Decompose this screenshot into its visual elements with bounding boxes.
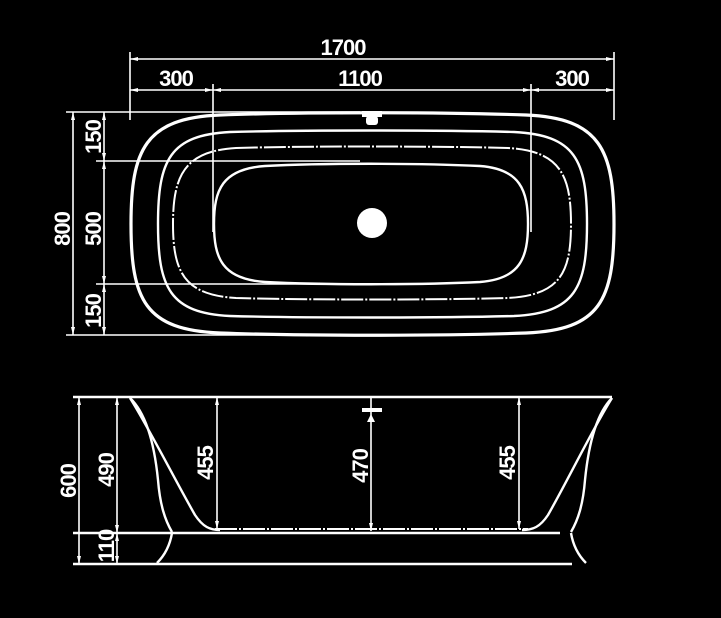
pedestal-base (156, 532, 174, 564)
dimension-body-base: 490 110 (94, 397, 119, 564)
tub-left-wall (129, 397, 174, 533)
overall-length-label: 1700 (321, 35, 367, 60)
dimension-overall-height: 600 (56, 397, 81, 564)
bottom-margin-label: 150 (81, 293, 106, 327)
overall-width-label: 800 (50, 211, 75, 245)
dimension-left-depth: 455 (193, 397, 219, 529)
tub-right-wall (569, 397, 613, 533)
top-margin-label: 150 (81, 119, 106, 153)
overflow-icon (362, 111, 382, 125)
right-depth-label: 455 (495, 445, 520, 479)
outer-rim (129, 111, 616, 337)
overall-height-label: 600 (56, 463, 81, 497)
basin-contour (171, 145, 573, 301)
center-depth-label: 470 (348, 448, 373, 482)
left-end-label: 300 (159, 66, 193, 91)
base-height-label: 110 (94, 529, 119, 562)
center-length-label: 1100 (338, 66, 382, 91)
dimension-segments-length: 300 1100 300 (130, 66, 614, 232)
bottom-contour (212, 162, 530, 286)
left-depth-label: 455 (193, 445, 218, 479)
inner-width-label: 500 (81, 211, 106, 245)
top-view: 1700 300 1100 300 800 (50, 35, 616, 337)
dimension-overall-length: 1700 (129, 35, 615, 120)
overflow-fitting-icon (362, 408, 382, 412)
dimension-center-depth: 470 (348, 397, 382, 531)
body-height-label: 490 (94, 452, 119, 486)
side-view: 600 490 110 455 (56, 395, 614, 566)
drain-icon (357, 208, 387, 238)
inner-rim (156, 129, 589, 319)
dimension-right-depth: 455 (495, 397, 521, 529)
right-end-label: 300 (555, 66, 589, 91)
dimension-segments-width: 150 500 150 (81, 112, 360, 335)
